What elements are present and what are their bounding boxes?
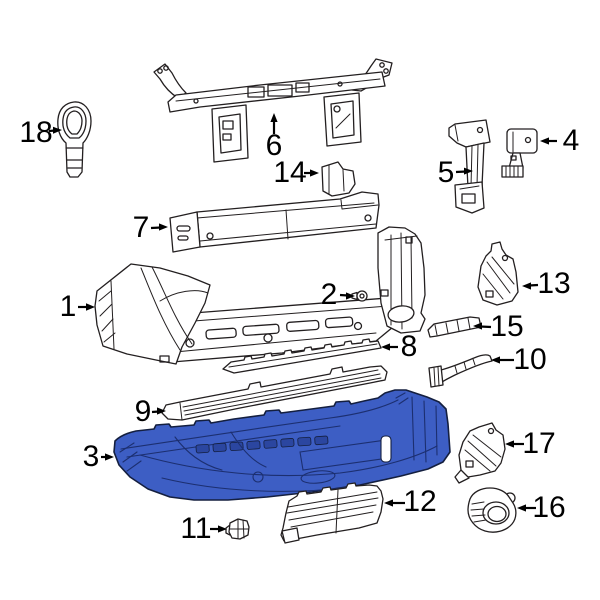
part-16-tow-hook-cover[interactable] bbox=[467, 487, 517, 533]
callout-7-arrow bbox=[150, 223, 168, 231]
callout-18-arrow bbox=[48, 126, 62, 134]
callout-2-arrow bbox=[339, 292, 355, 300]
part-10-rail[interactable] bbox=[428, 354, 493, 388]
callout-11-label[interactable]: 11 bbox=[180, 512, 212, 545]
callout-14-arrow bbox=[304, 169, 319, 177]
part-5-bracket[interactable] bbox=[448, 119, 491, 214]
part-8-molding[interactable] bbox=[222, 338, 382, 374]
callout-15-arrow bbox=[473, 322, 492, 330]
callout-15-label[interactable]: 15 bbox=[490, 310, 524, 343]
callout-10-arrow bbox=[491, 356, 514, 364]
callout-17-label[interactable]: 17 bbox=[522, 427, 556, 460]
callout-10-label[interactable]: 10 bbox=[513, 343, 547, 376]
callout-9-arrow bbox=[151, 407, 166, 415]
callout-13-arrow bbox=[522, 282, 539, 290]
part-1-bumper-upper[interactable] bbox=[94, 226, 426, 365]
part-15-bracket[interactable] bbox=[427, 316, 482, 338]
callout-18-label[interactable]: 18 bbox=[19, 116, 53, 149]
callout-8-arrow bbox=[381, 343, 398, 351]
part-4-bracket[interactable] bbox=[501, 128, 538, 178]
callout-16-arrow bbox=[517, 504, 536, 512]
callout-9-label[interactable]: 9 bbox=[134, 395, 152, 428]
part-13-bracket[interactable] bbox=[477, 241, 519, 306]
callout-3-label[interactable]: 3 bbox=[82, 440, 100, 473]
part-2-bolt[interactable] bbox=[351, 290, 368, 302]
part-9-molding[interactable] bbox=[161, 365, 388, 421]
callout-4-arrow bbox=[540, 137, 557, 145]
callout-17-arrow bbox=[505, 440, 524, 448]
callout-2-label[interactable]: 2 bbox=[320, 278, 338, 311]
part-18-tow-hook[interactable] bbox=[57, 101, 92, 178]
callout-5-label[interactable]: 5 bbox=[437, 156, 455, 189]
callout-1-arrow bbox=[78, 303, 95, 311]
callout-5-arrow bbox=[455, 167, 473, 175]
callout-11-arrow bbox=[210, 525, 227, 533]
part-3-bumper-cover-highlighted[interactable] bbox=[113, 389, 451, 501]
part-11-clip[interactable] bbox=[225, 518, 250, 540]
callout-3-arrow bbox=[101, 453, 114, 461]
callout-13-label[interactable]: 13 bbox=[537, 267, 571, 300]
part-7-impact-bar[interactable] bbox=[169, 191, 380, 253]
part-6-impact-bracket[interactable] bbox=[153, 58, 393, 163]
callout-12-arrow bbox=[384, 499, 405, 507]
callout-16-label[interactable]: 16 bbox=[532, 491, 566, 524]
part-17-bracket[interactable] bbox=[454, 422, 506, 484]
part-14-bracket[interactable] bbox=[321, 161, 356, 197]
callout-7-label[interactable]: 7 bbox=[132, 211, 150, 244]
callout-4-label[interactable]: 4 bbox=[562, 124, 580, 157]
callout-1-label[interactable]: 1 bbox=[59, 290, 77, 323]
callout-12-label[interactable]: 12 bbox=[403, 485, 437, 518]
part-12-step-pad[interactable] bbox=[280, 482, 384, 544]
callout-6-label[interactable]: 6 bbox=[265, 129, 283, 162]
callout-14-label[interactable]: 14 bbox=[273, 156, 307, 189]
callout-8-label[interactable]: 8 bbox=[400, 330, 418, 363]
callout-6-arrow bbox=[270, 113, 278, 134]
